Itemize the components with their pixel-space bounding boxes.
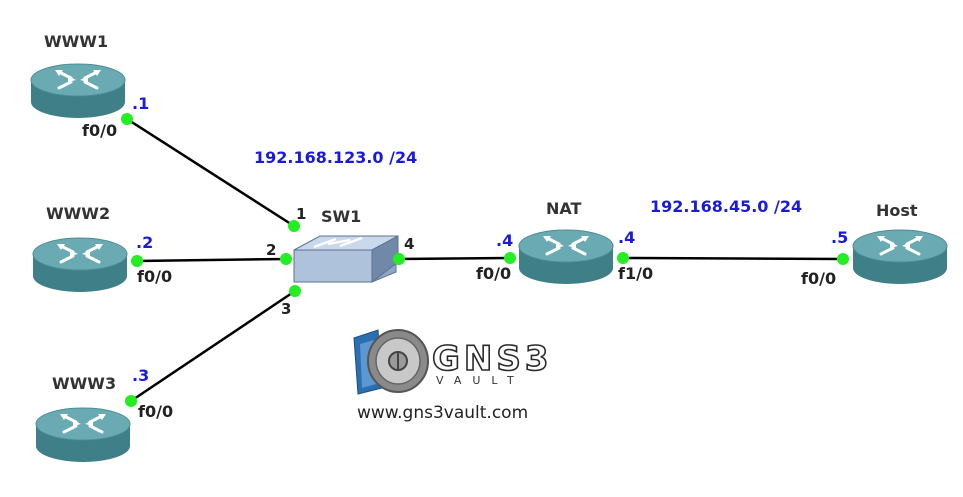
ip-www2: .2 <box>136 233 153 252</box>
port-dot[interactable] <box>393 253 405 265</box>
router-icon <box>31 236 129 294</box>
if-www3: f0/0 <box>138 402 173 421</box>
link-nat-host <box>622 256 844 261</box>
link-www3-sw1 <box>130 289 296 403</box>
port-dots <box>121 113 849 407</box>
link-www2-sw1 <box>136 257 287 263</box>
vault-icon <box>353 329 429 395</box>
device-name-nat: NAT <box>546 199 582 218</box>
router-icon <box>34 406 132 464</box>
router-icon <box>851 228 949 286</box>
port-dot[interactable] <box>504 252 516 264</box>
router-www1[interactable] <box>29 62 127 120</box>
router-www3[interactable] <box>34 406 132 464</box>
router-host[interactable] <box>851 228 949 286</box>
router-icon <box>29 62 127 120</box>
ip-host: .5 <box>831 228 848 247</box>
port-dot[interactable] <box>288 220 300 232</box>
switch-sw1[interactable] <box>293 235 399 284</box>
ip-www1: .1 <box>132 94 149 113</box>
network-label-lan: 192.168.123.0 /24 <box>254 148 417 167</box>
switch-port-1: 1 <box>296 205 306 223</box>
router-www2[interactable] <box>31 236 129 294</box>
ip-www3: .3 <box>132 366 149 385</box>
port-dot[interactable] <box>280 253 292 265</box>
links <box>126 117 844 403</box>
device-name-host: Host <box>876 201 918 220</box>
port-dot[interactable] <box>121 113 133 125</box>
link-www1-sw1 <box>126 117 295 228</box>
switch-port-2: 2 <box>266 241 276 259</box>
switch-icon <box>293 235 399 284</box>
ip-nat-f10: .4 <box>618 228 635 247</box>
if-www2: f0/0 <box>137 267 172 286</box>
device-name-sw1: SW1 <box>321 207 361 226</box>
logo-brand: GNS3 <box>432 339 553 379</box>
port-dot[interactable] <box>289 285 301 297</box>
switch-port-3: 3 <box>281 300 291 318</box>
logo-url[interactable]: www.gns3vault.com <box>357 403 528 423</box>
gns3-vault-logo: GNS3 VAULT www.gns3vault.com <box>353 329 553 423</box>
port-dot[interactable] <box>837 253 849 265</box>
switch-port-4: 4 <box>404 235 414 253</box>
logo-sub: VAULT <box>436 374 525 387</box>
router-nat[interactable] <box>517 228 615 286</box>
if-nat-f10: f1/0 <box>618 264 653 283</box>
device-name-www1: WWW1 <box>44 32 108 51</box>
link-sw1-nat <box>397 256 511 261</box>
router-icon <box>517 228 615 286</box>
device-name-www2: WWW2 <box>46 204 110 223</box>
device-name-www3: WWW3 <box>52 374 116 393</box>
port-dot[interactable] <box>131 255 143 267</box>
if-host: f0/0 <box>801 269 836 288</box>
if-nat-f00: f0/0 <box>476 264 511 283</box>
network-label-wan: 192.168.45.0 /24 <box>650 197 802 216</box>
port-dot[interactable] <box>125 395 137 407</box>
if-www1: f0/0 <box>82 121 117 140</box>
port-dot[interactable] <box>617 252 629 264</box>
ip-nat-f00: .4 <box>496 231 513 250</box>
